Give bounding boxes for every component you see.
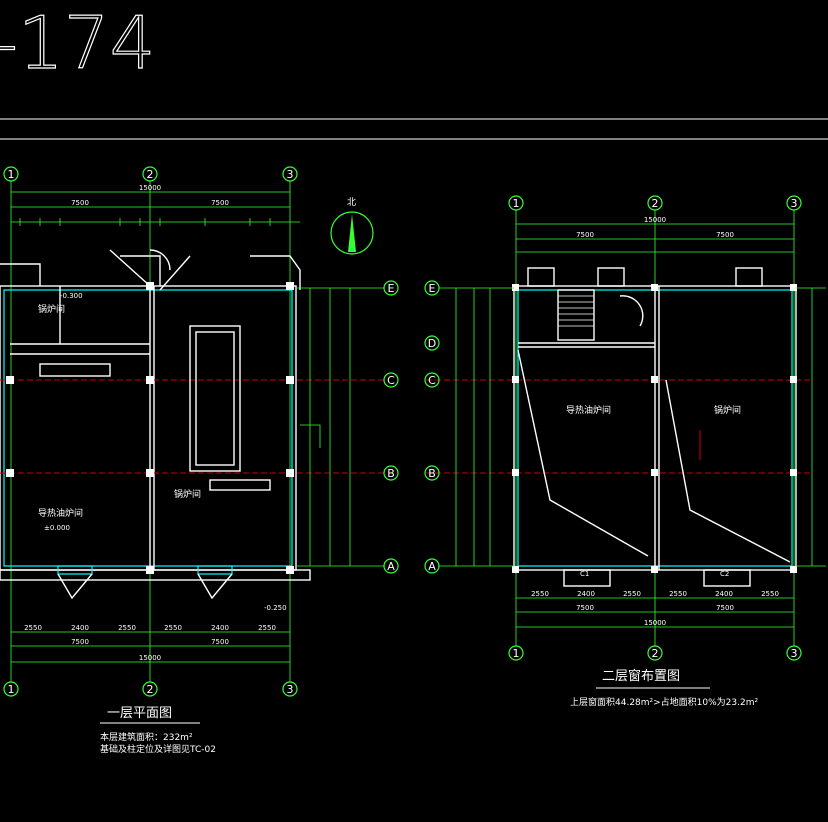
svg-text:B: B xyxy=(387,467,395,480)
svg-text:2550: 2550 xyxy=(258,624,276,632)
svg-text:E: E xyxy=(388,282,395,295)
plan2-grid-row-C: C xyxy=(424,372,440,388)
plan2-grid-col-3-bottom: 3 xyxy=(786,645,802,661)
svg-text:7500: 7500 xyxy=(576,231,594,239)
svg-text:2550: 2550 xyxy=(669,590,687,598)
svg-text:2400: 2400 xyxy=(577,590,595,598)
plan2-grid-col-2-bottom: 2 xyxy=(647,645,663,661)
plan1-group: 1 2 3 1 2 3 15000 7500 7500 xyxy=(0,166,399,755)
svg-text:2: 2 xyxy=(652,197,659,210)
svg-text:2550: 2550 xyxy=(623,590,641,598)
plan1-area-note: 本层建筑面积：232m² xyxy=(100,731,193,743)
plan1-room-2: 导热油炉间 xyxy=(38,507,83,519)
plan2-grid-col-1-bottom: 1 xyxy=(508,645,524,661)
sheet-number: -174 xyxy=(0,1,155,85)
north-arrow: 北 xyxy=(330,197,374,255)
plan2-room-2: 锅炉间 xyxy=(714,404,741,416)
svg-text:C1: C1 xyxy=(580,570,589,578)
svg-text:2: 2 xyxy=(652,647,659,660)
svg-text:北: 北 xyxy=(347,197,356,208)
plan1-grid-col-1-bottom: 1 xyxy=(3,681,19,697)
svg-text:3: 3 xyxy=(287,683,294,696)
svg-text:7500: 7500 xyxy=(211,638,229,646)
plan1-grid-col-3-top: 3 xyxy=(282,166,298,182)
svg-text:1: 1 xyxy=(8,168,15,181)
svg-text:2400: 2400 xyxy=(715,590,733,598)
svg-text:C: C xyxy=(387,374,395,387)
svg-text:3: 3 xyxy=(791,647,798,660)
plan1-grid-col-1-top: 1 xyxy=(3,166,19,182)
svg-text:1: 1 xyxy=(513,197,520,210)
plan1-ref-note: 基础及柱定位及详图见TC-02 xyxy=(100,743,216,755)
plan2-note: 上层窗面积44.28m²>占地面积10%为23.2m² xyxy=(570,696,758,708)
plan1-grid-row-A: A xyxy=(383,558,399,574)
svg-text:2550: 2550 xyxy=(164,624,182,632)
plan1-grid-col-2-top: 2 xyxy=(142,166,158,182)
svg-text:B: B xyxy=(428,467,436,480)
plan1-title: 一层平面图 xyxy=(107,706,172,721)
svg-text:7500: 7500 xyxy=(716,231,734,239)
plan2-room-1: 导热油炉间 xyxy=(566,404,611,416)
plan1-room-1: 锅炉间 xyxy=(38,303,65,315)
svg-text:2400: 2400 xyxy=(211,624,229,632)
plan2-grid-row-A: A xyxy=(424,558,440,574)
svg-text:7500: 7500 xyxy=(71,638,89,646)
svg-text:7500: 7500 xyxy=(211,199,229,207)
plan2-title: 二层窗布置图 xyxy=(602,668,680,684)
plan2-grid-row-D: D xyxy=(424,335,440,351)
svg-text:1: 1 xyxy=(8,683,15,696)
plan2-group: 1 2 3 1 2 3 15000 7500 7500 xyxy=(424,195,826,708)
svg-text:2400: 2400 xyxy=(71,624,89,632)
svg-text:7500: 7500 xyxy=(71,199,89,207)
svg-text:2550: 2550 xyxy=(531,590,549,598)
svg-text:7500: 7500 xyxy=(576,604,594,612)
svg-text:A: A xyxy=(428,560,436,573)
svg-text:2550: 2550 xyxy=(118,624,136,632)
svg-text:2: 2 xyxy=(147,683,154,696)
plan2-grid-row-B: B xyxy=(424,465,440,481)
svg-text:1: 1 xyxy=(513,647,520,660)
svg-text:2550: 2550 xyxy=(24,624,42,632)
plan2-grid-col-2-top: 2 xyxy=(647,195,663,211)
svg-text:C: C xyxy=(428,374,436,387)
svg-text:7500: 7500 xyxy=(716,604,734,612)
plan1-grid-col-3-bottom: 3 xyxy=(282,681,298,697)
svg-text:2: 2 xyxy=(147,168,154,181)
svg-text:C2: C2 xyxy=(720,570,729,578)
svg-text:3: 3 xyxy=(287,168,294,181)
svg-text:15000: 15000 xyxy=(139,184,161,192)
plan1-grid-row-B: B xyxy=(383,465,399,481)
svg-text:A: A xyxy=(387,560,395,573)
plan1-room-3: 锅炉间 xyxy=(174,488,201,500)
svg-text:E: E xyxy=(429,282,436,295)
svg-text:2550: 2550 xyxy=(761,590,779,598)
svg-text:15000: 15000 xyxy=(139,654,161,662)
plan2-grid-col-3-top: 3 xyxy=(786,195,802,211)
plan1-grid-row-E: E xyxy=(383,280,399,296)
svg-text:15000: 15000 xyxy=(644,619,666,627)
plan1-elev-3: -0.250 xyxy=(264,604,287,612)
svg-text:D: D xyxy=(428,337,436,350)
svg-text:3: 3 xyxy=(791,197,798,210)
plan1-grid-row-C: C xyxy=(383,372,399,388)
svg-text:15000: 15000 xyxy=(644,216,666,224)
plan2-grid-row-E: E xyxy=(424,280,440,296)
plan2-grid-col-1-top: 1 xyxy=(508,195,524,211)
plan1-elev-2: -0.300 xyxy=(60,292,83,300)
plan1-grid-col-2-bottom: 2 xyxy=(142,681,158,697)
plan1-elev-1: ±0.000 xyxy=(44,524,70,532)
